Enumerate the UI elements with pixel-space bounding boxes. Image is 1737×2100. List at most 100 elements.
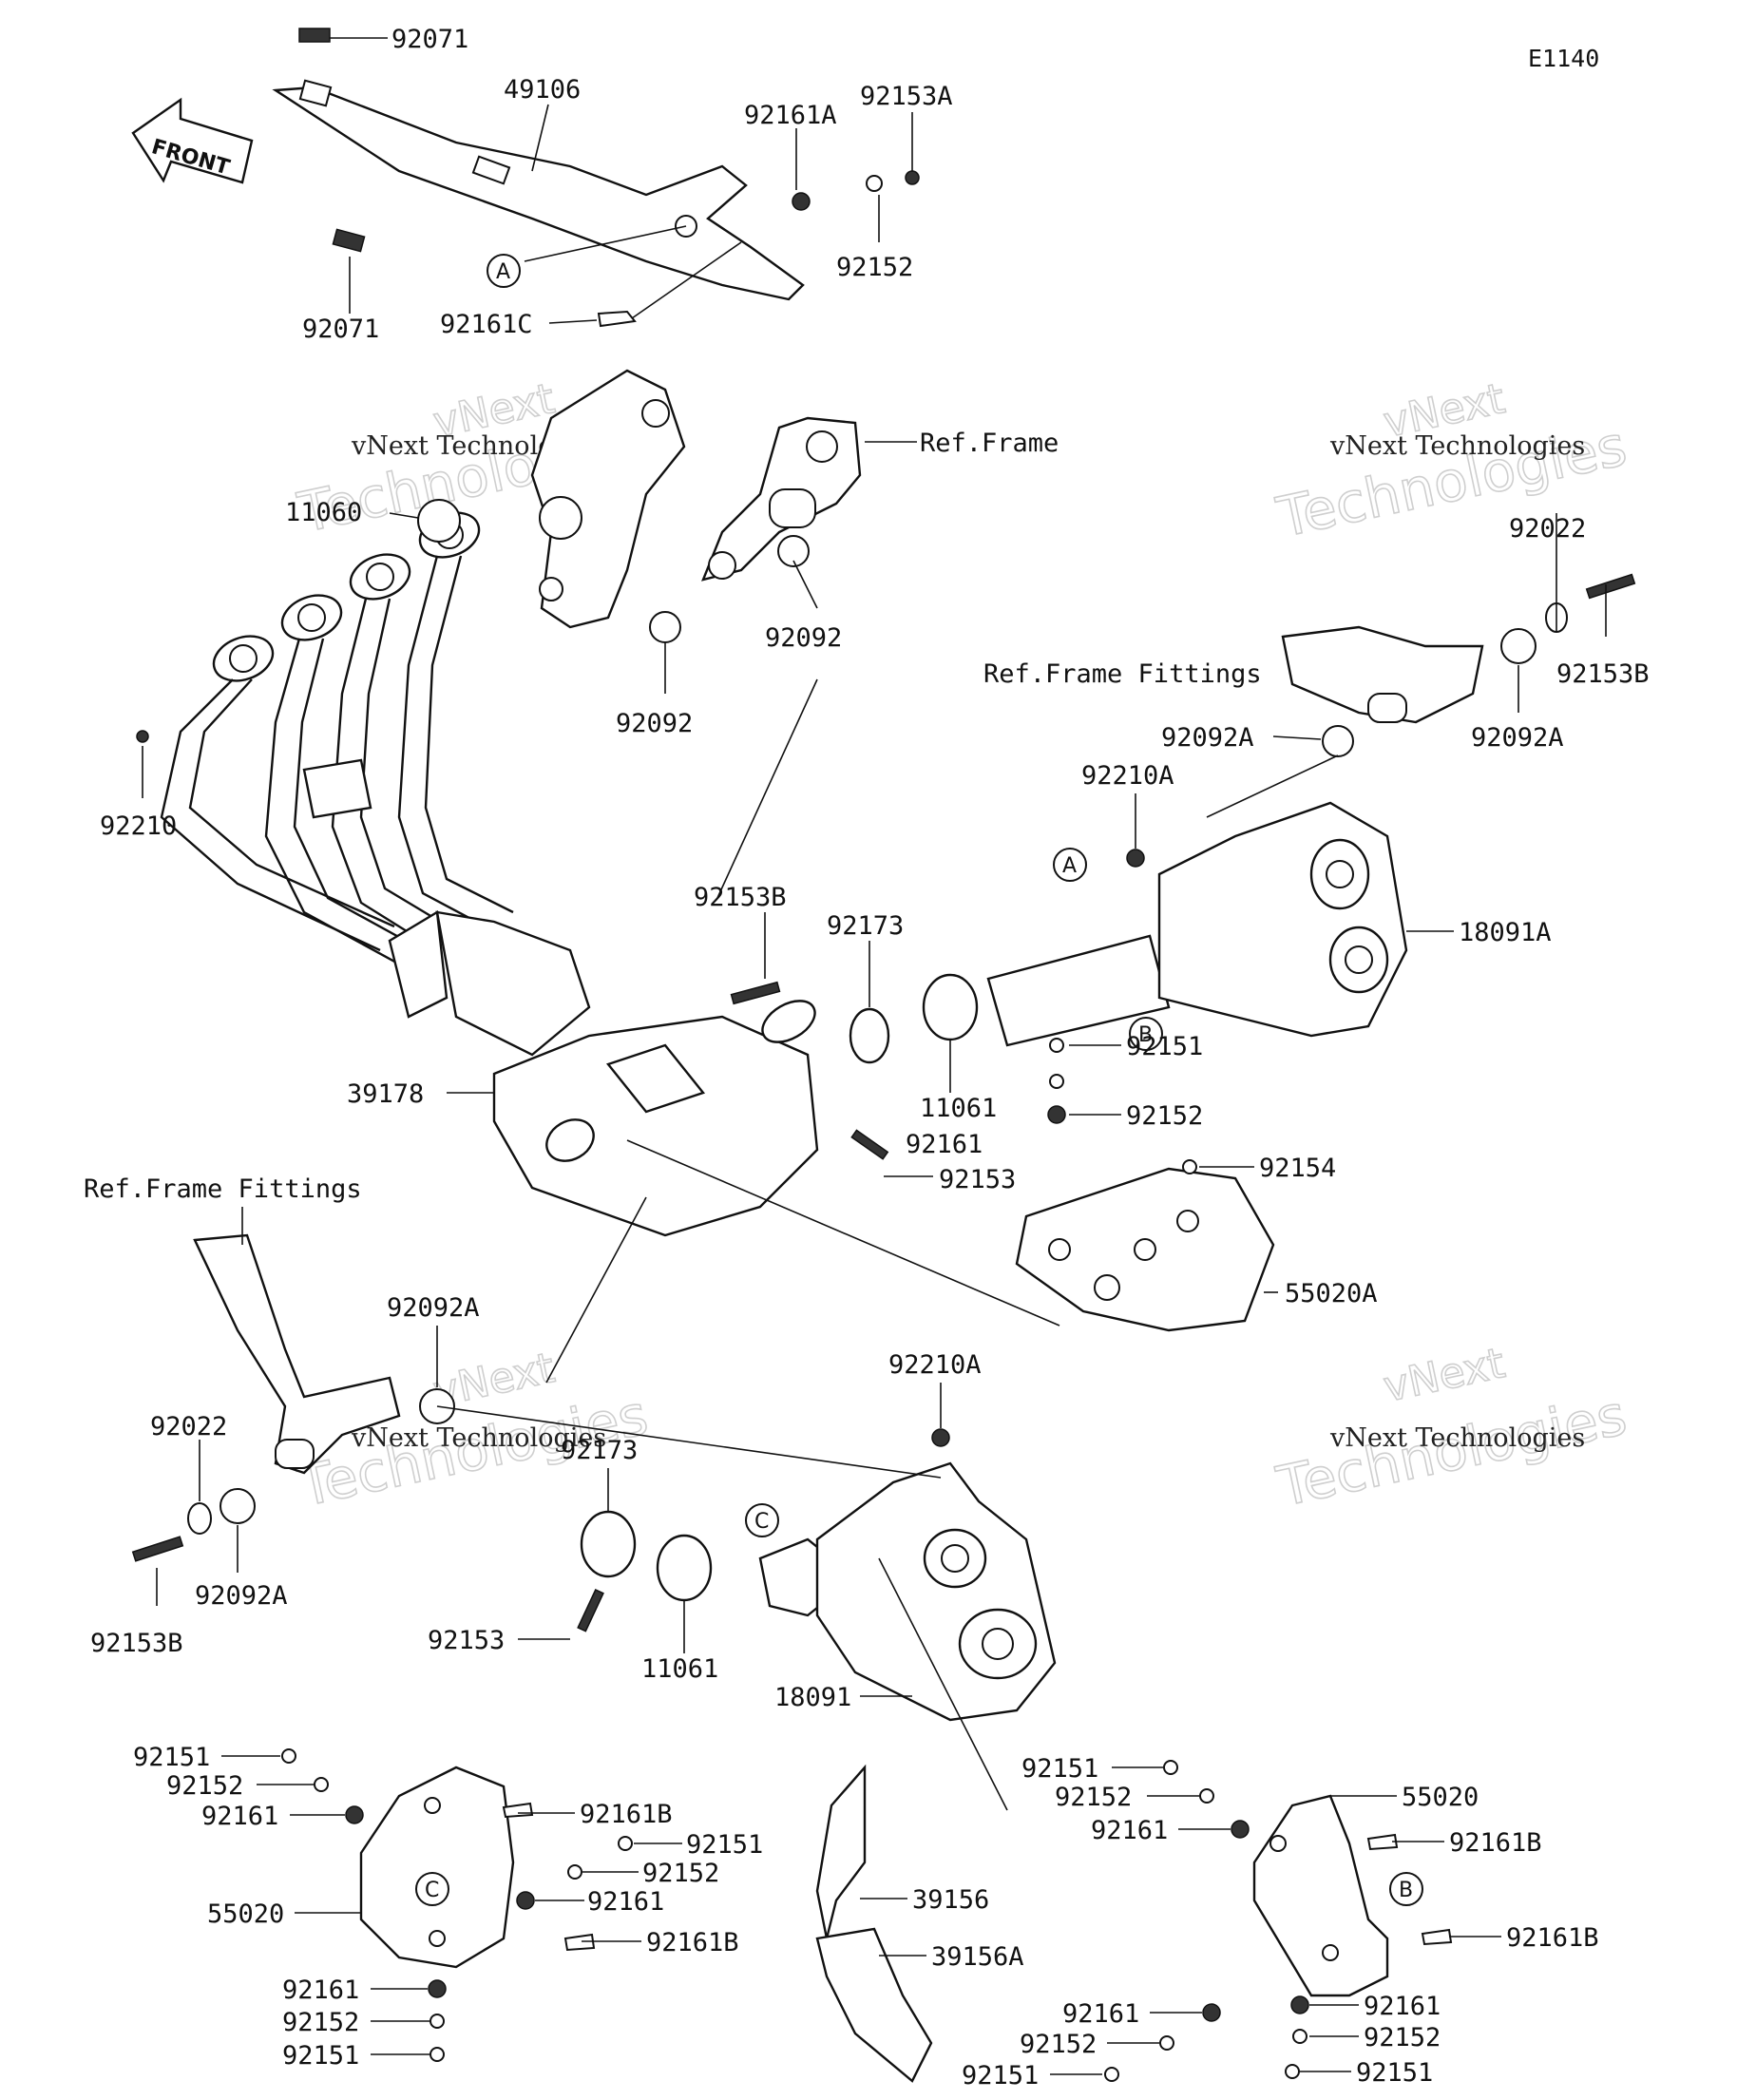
label-92161B-ll2: 92161B	[646, 1928, 739, 1957]
label-92092-a: 92092	[765, 623, 842, 653]
label-92161B-lr: 92161B	[1449, 1828, 1542, 1858]
collar-92152	[866, 175, 883, 192]
label-92071-b: 92071	[302, 315, 379, 344]
heat-guard-55020-right	[1252, 1794, 1389, 1997]
ref-marker-a-mid: A	[1053, 848, 1087, 882]
clamp-92173-upper	[849, 1007, 890, 1064]
label-92154: 92154	[1259, 1154, 1336, 1183]
label-92151-ll: 92151	[133, 1743, 210, 1772]
part-labels: 92071 49106 92161A 92153A 92152 92071 92…	[84, 25, 1650, 2090]
label-ref-frame-fittings-right: Ref.Frame Fittings	[983, 659, 1262, 689]
bolt-92153-lower	[577, 1588, 604, 1632]
collar-92152-ll2	[567, 1864, 582, 1880]
nut-92210A-upper	[1126, 849, 1145, 868]
svg-text:vNext Technologies: vNext Technologies	[1329, 1423, 1585, 1453]
label-11061-upper: 11061	[920, 1094, 997, 1123]
exhaust-header-pipes	[160, 511, 591, 1057]
svg-text:A: A	[496, 260, 510, 284]
leader-lines	[142, 37, 1607, 2075]
damper-92161C	[597, 310, 637, 328]
clamp-92173-lower	[580, 1510, 637, 1578]
label-92153-lower: 92153	[428, 1626, 505, 1655]
collar-92152-lr3	[1292, 2029, 1308, 2044]
bolt-92151-lr	[1163, 1760, 1178, 1775]
label-39156: 39156	[912, 1885, 989, 1915]
svg-text:B: B	[1399, 1879, 1413, 1902]
label-92092A-right-lower: 92092A	[1161, 723, 1254, 753]
ref-marker-b-mid: B	[1129, 1017, 1163, 1051]
grommet-92161-guard	[1047, 1105, 1066, 1124]
silencer-18091A	[986, 801, 1408, 1047]
label-55020-right: 55020	[1402, 1783, 1479, 1812]
label-92153B-right: 92153B	[1556, 659, 1650, 689]
diagram-code: E1140	[1528, 45, 1599, 72]
bushing-92092A-right-lower	[1322, 725, 1354, 757]
label-49106: 49106	[504, 75, 581, 105]
nut-92210	[136, 730, 149, 743]
bolt-92153B-right	[1585, 573, 1636, 600]
grommet-92161A	[792, 192, 811, 211]
grommet-92161-lr2	[1202, 2003, 1221, 2022]
label-92161B-ll: 92161B	[580, 1800, 673, 1829]
bolt-92151-lr2	[1104, 2067, 1119, 2082]
bolt-92151-ll	[281, 1748, 296, 1764]
frame-bracket-upper	[530, 369, 862, 629]
silencer-18091	[758, 1461, 1057, 1722]
grommet-92161-ll	[345, 1805, 364, 1824]
label-92161-ll3: 92161	[282, 1976, 359, 2005]
gasket-11060	[417, 499, 461, 543]
label-92151-lr: 92151	[1021, 1754, 1098, 1784]
damper-92161B-lr	[1366, 1833, 1399, 1851]
insulator-39156	[815, 1764, 867, 1939]
label-92161-mid: 92161	[906, 1130, 983, 1159]
label-92151-mid: 92151	[1126, 1032, 1203, 1061]
svg-text:B: B	[1138, 1023, 1153, 1047]
label-92152-ll: 92152	[166, 1771, 243, 1801]
label-18091A: 18091A	[1459, 918, 1552, 947]
grommet-92161-lr	[1231, 1820, 1250, 1839]
svg-text:vNext Technologies: vNext Technologies	[351, 1423, 606, 1453]
damper-92161B-ll2	[563, 1933, 596, 1952]
bushing-92092A-right	[1500, 628, 1537, 664]
bolt-92151-guard	[1049, 1038, 1064, 1053]
bolt-92153A	[905, 170, 920, 185]
bushing-92092A-left	[220, 1488, 256, 1524]
label-92152-lr: 92152	[1055, 1783, 1132, 1812]
label-92161-lr3: 92161	[1364, 1992, 1441, 2021]
front-arrow-icon: FRONT	[131, 97, 254, 184]
label-92210A-lower: 92210A	[888, 1350, 982, 1380]
bolt-92154	[1182, 1159, 1197, 1174]
label-92161B-lr2: 92161B	[1506, 1923, 1599, 1953]
label-92152-lr3: 92152	[1364, 2023, 1441, 2052]
collar-92152-lr2	[1159, 2035, 1174, 2051]
label-92152-ll3: 92152	[282, 2008, 359, 2037]
label-92151-ll3: 92151	[282, 2041, 359, 2071]
collar-92152-ll3	[429, 2014, 445, 2029]
label-39178: 39178	[347, 1079, 424, 1109]
washer-92022-left	[187, 1502, 212, 1535]
label-92161-ll: 92161	[201, 1802, 278, 1831]
ref-marker-b-right: B	[1389, 1872, 1423, 1906]
label-92161-lr: 92161	[1091, 1816, 1168, 1845]
collar-92152-guard	[1049, 1074, 1064, 1089]
label-ref-frame-fittings-left: Ref.Frame Fittings	[84, 1174, 362, 1204]
label-92092A-left-upper: 92092A	[387, 1293, 480, 1323]
sleeve-11061-upper	[922, 973, 979, 1041]
label-92161C: 92161C	[440, 310, 533, 339]
label-92153B-mid: 92153B	[694, 883, 787, 912]
label-92153B-left: 92153B	[90, 1629, 183, 1658]
label-92151-lr2: 92151	[962, 2061, 1039, 2090]
ref-marker-a-top: A	[487, 254, 521, 288]
svg-text:C: C	[425, 1879, 439, 1902]
label-92153-mid: 92153	[939, 1165, 1016, 1194]
label-92092-b: 92092	[616, 709, 693, 738]
label-92152-mid: 92152	[1126, 1101, 1203, 1131]
label-92173-lower: 92173	[561, 1436, 638, 1465]
heat-guard-55020A	[1015, 1167, 1275, 1332]
label-92161A: 92161A	[744, 101, 837, 130]
label-ref-frame: Ref.Frame	[920, 429, 1059, 458]
label-92210A-upper: 92210A	[1081, 761, 1174, 791]
label-92153A: 92153A	[860, 82, 953, 111]
bushing-92092-b	[649, 611, 681, 643]
label-92092A-left: 92092A	[195, 1581, 288, 1611]
